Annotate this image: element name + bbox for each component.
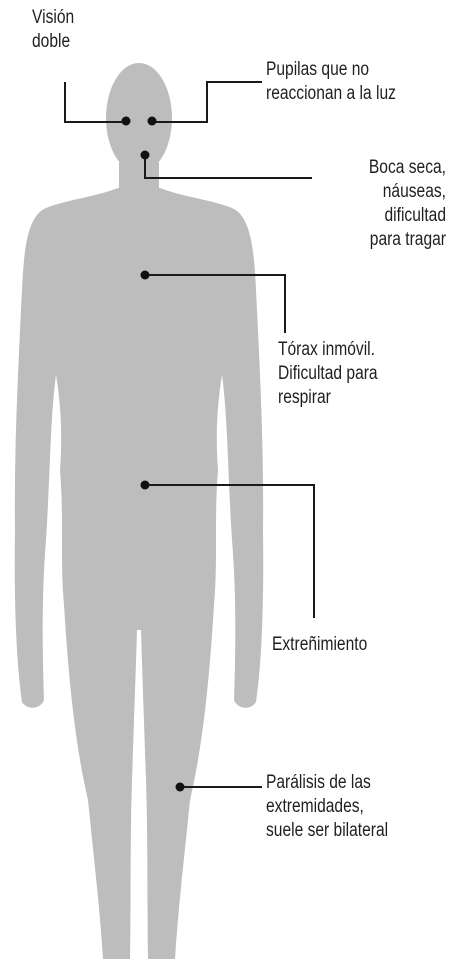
body-shape	[14, 188, 264, 959]
boca-leader	[144, 156, 312, 179]
left-eye-marker	[121, 116, 131, 126]
chest-marker	[140, 270, 150, 280]
label-boca: Boca seca, náuseas, dificultad para trag…	[368, 157, 446, 250]
label-vision-doble: Visión doble	[32, 7, 75, 52]
label-paralisis: Parálisis de las extremidades, suele ser…	[266, 772, 389, 841]
label-pupilas: Pupilas que no reaccionan a la luz	[266, 59, 396, 104]
vision-doble-leader	[64, 82, 128, 123]
knee-marker	[175, 782, 185, 792]
head-shape	[106, 63, 172, 173]
mouth-marker	[140, 150, 150, 160]
estrenimiento-leader	[145, 484, 315, 618]
leader-lines	[64, 81, 315, 788]
human-body-silhouette	[14, 63, 264, 959]
torax-leader	[145, 274, 286, 333]
right-eye-marker	[147, 116, 157, 126]
label-torax: Tórax inmóvil. Dificultad para respirar	[278, 339, 378, 408]
label-estrenimiento: Extreñimiento	[272, 634, 368, 655]
abdomen-marker	[140, 480, 150, 490]
pupilas-leader	[152, 81, 262, 123]
marker-dots	[121, 116, 185, 792]
